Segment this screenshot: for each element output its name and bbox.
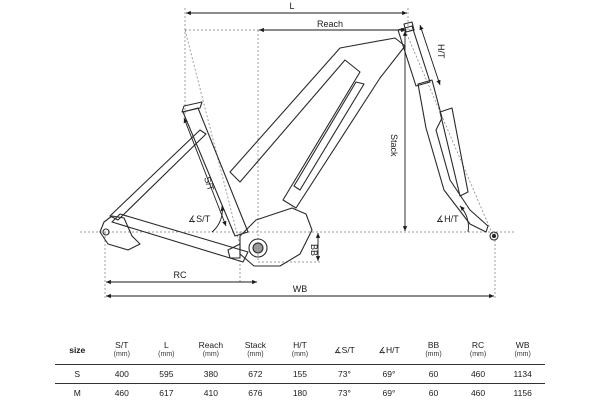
- dimension-lines: [106, 10, 494, 299]
- chainstay-label: RC: [174, 270, 187, 280]
- head-angle-arc: [459, 205, 469, 233]
- reach-label: Reach: [317, 19, 343, 29]
- table-cell: 672: [233, 364, 278, 384]
- size-cell: M: [73, 388, 81, 399]
- column-header-unit: (mm): [514, 351, 531, 358]
- seat-angle-arc: [211, 205, 225, 233]
- column-header: size: [55, 336, 100, 365]
- column-header-name: WB: [515, 340, 530, 350]
- column-header: L(mm): [144, 336, 189, 365]
- dimension-labels: L Reach H/T Stack S/T ∡S/T ∡H/T BB RC WB: [174, 1, 460, 294]
- column-header-name: BB: [427, 340, 440, 350]
- head-tube-dim-line: [419, 24, 441, 86]
- table-cell: 155: [277, 364, 323, 384]
- table-cell: 1156: [513, 388, 532, 399]
- column-header: WB(mm): [500, 336, 545, 365]
- table-cell: 69°: [366, 364, 412, 384]
- head-angle-label: ∡H/T: [436, 214, 459, 224]
- column-header: Stack(mm): [233, 336, 278, 365]
- column-header-unit: (mm): [291, 351, 309, 358]
- column-header: Reach(mm): [188, 336, 234, 365]
- table-cell: 460: [470, 388, 486, 399]
- column-header-unit: (mm): [158, 351, 175, 358]
- column-header-name: Stack: [244, 340, 267, 350]
- table-cell: 676: [248, 388, 263, 399]
- table-cell: 380: [188, 364, 234, 384]
- column-header-unit: (mm): [469, 351, 487, 358]
- bike-geometry-diagram: L Reach H/T Stack S/T ∡S/T ∡H/T BB RC WB: [80, 1, 515, 300]
- column-header: ∡S/T: [322, 336, 367, 365]
- column-header: ∡H/T: [366, 336, 412, 365]
- column-header-name: H/T: [293, 340, 307, 350]
- seat-tube-dim-line: [183, 117, 227, 227]
- table-cell: 400: [99, 364, 145, 384]
- table-cell: 60: [411, 364, 456, 384]
- column-header-unit: (mm): [202, 351, 220, 358]
- table-cell: 69°: [382, 388, 396, 399]
- seat-angle-label: ∡S/T: [188, 214, 211, 224]
- column-header-unit: (mm): [113, 351, 130, 358]
- column-header-name: ∡H/T: [378, 345, 400, 355]
- bike-frame: [99, 21, 499, 267]
- column-header-unit: (mm): [425, 351, 442, 358]
- column-header-name: S/T: [115, 340, 129, 350]
- column-header-name: ∡S/T: [334, 345, 355, 355]
- column-header: BB(mm): [411, 336, 456, 365]
- column-header: H/T(mm): [277, 336, 323, 365]
- table-cell: 180: [292, 388, 308, 399]
- table-cell: 595: [144, 364, 189, 384]
- table-cell: 73°: [322, 364, 367, 384]
- column-header-name: L: [163, 340, 169, 350]
- column-header-name: Reach: [198, 340, 224, 350]
- size-cell: S: [55, 364, 100, 384]
- bb-drop-label: BB: [309, 244, 319, 256]
- head-tube-label: H/T: [436, 44, 446, 59]
- table-cell: 73°: [338, 388, 351, 399]
- table-cell: 1134: [500, 364, 545, 384]
- column-header-unit: (mm): [247, 351, 264, 358]
- column-header-name: size: [69, 345, 86, 355]
- table-row: M 460 617 410 676 180 73° 69° 60 460 1156: [55, 384, 545, 403]
- wheelbase-label: WB: [293, 284, 308, 294]
- table-cell: 617: [159, 388, 174, 399]
- length-label: L: [289, 1, 294, 11]
- column-header-name: RC: [471, 340, 485, 350]
- table-cell: 410: [203, 388, 218, 399]
- table-cell: 60: [428, 388, 439, 399]
- seat-tube-label: S/T: [202, 176, 216, 193]
- stack-label: Stack: [389, 134, 399, 157]
- column-header: RC(mm): [455, 336, 501, 365]
- table-cell: 460: [455, 364, 501, 384]
- table-cell: 460: [114, 388, 129, 399]
- column-header: S/T(mm): [99, 336, 145, 365]
